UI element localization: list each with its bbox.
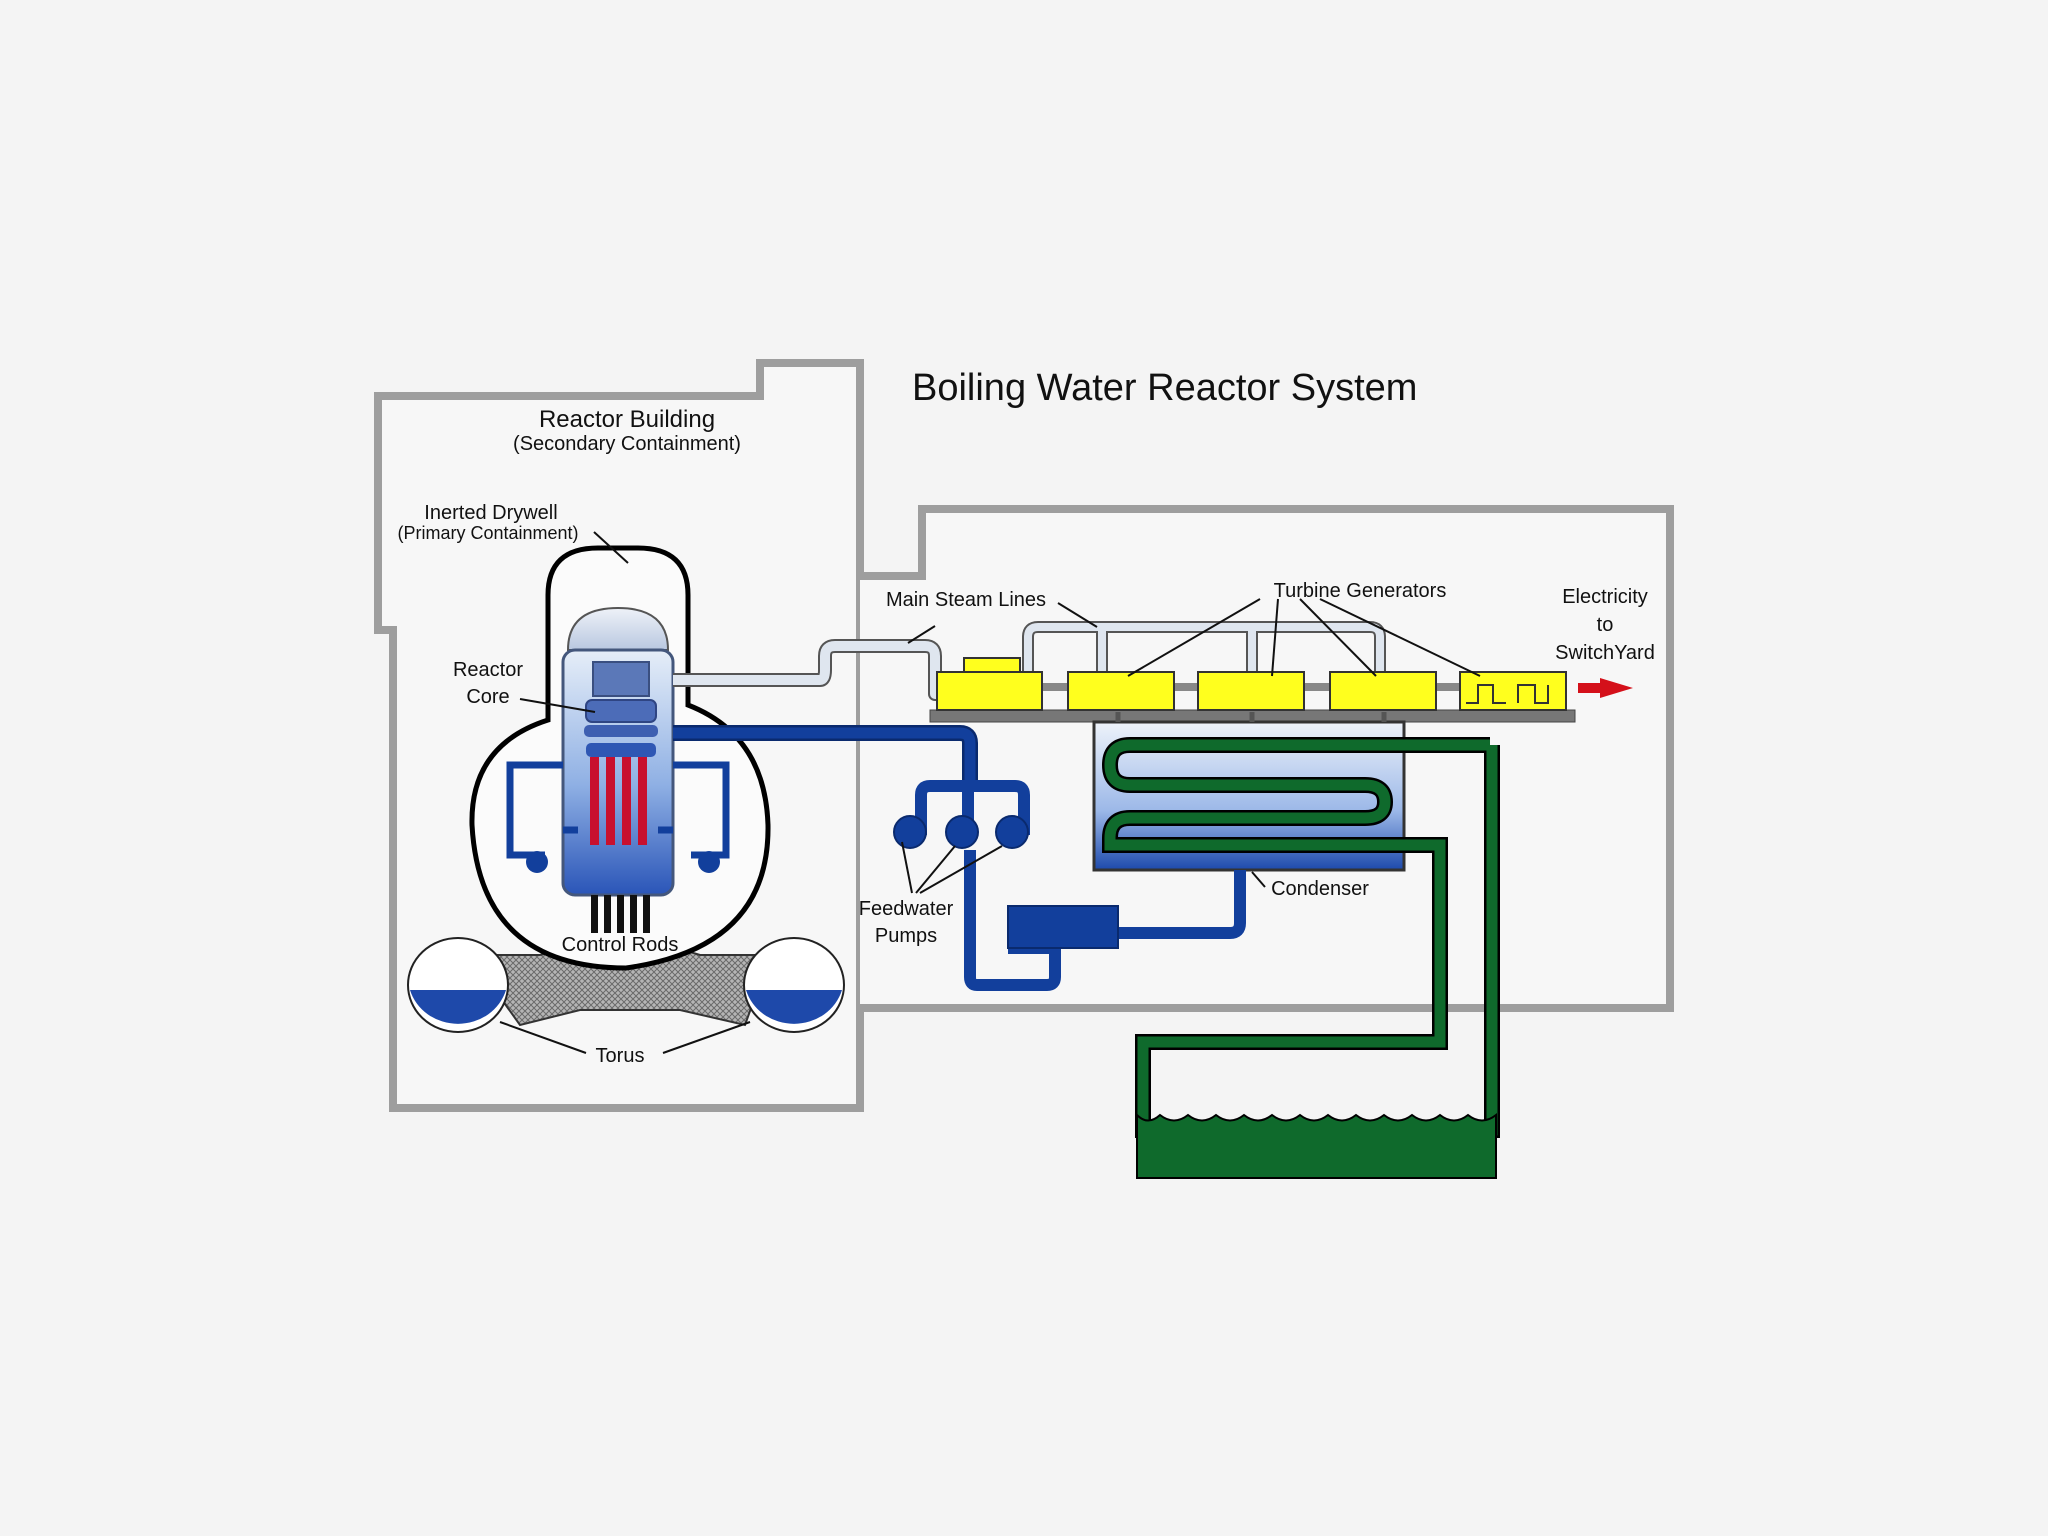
label-reactor-building: Reactor Building (539, 406, 715, 433)
label-pumps: Pumps (875, 925, 937, 947)
condensate-line (964, 850, 1246, 991)
label-control-rods: Control Rods (562, 934, 679, 956)
cooling-water-reservoir (1136, 1112, 1497, 1179)
label-condenser: Condenser (1271, 878, 1369, 900)
label-torus: Torus (596, 1045, 645, 1067)
recirc-pump-left (526, 851, 548, 873)
control-rods (591, 895, 650, 933)
label-secondary-containment: (Secondary Containment) (513, 433, 741, 455)
feedwater-pumps (893, 815, 1029, 849)
label-reactor: Reactor (453, 659, 523, 681)
diagram-title: Boiling Water Reactor System (912, 367, 1417, 409)
recirc-pump-right (698, 851, 720, 873)
label-feedwater: Feedwater (859, 898, 954, 920)
reactor-core (590, 757, 647, 845)
label-turbine-generators: Turbine Generators (1274, 580, 1447, 602)
torus (407, 937, 845, 1033)
label-switchyard: SwitchYard (1555, 642, 1655, 664)
electricity-arrow (1578, 678, 1633, 698)
label-primary-containment: (Primary Containment) (397, 523, 578, 543)
label-electricity: Electricity (1562, 586, 1648, 608)
label-inerted-drywell: Inerted Drywell (424, 502, 557, 524)
label-main-steam-lines: Main Steam Lines (886, 589, 1046, 611)
condensate-pump (1007, 905, 1119, 949)
label-core: Core (466, 686, 509, 708)
reactor-vessel (561, 606, 675, 897)
label-to: to (1597, 614, 1614, 636)
leader-lines (499, 531, 1481, 1054)
generator-windings (1466, 684, 1549, 704)
